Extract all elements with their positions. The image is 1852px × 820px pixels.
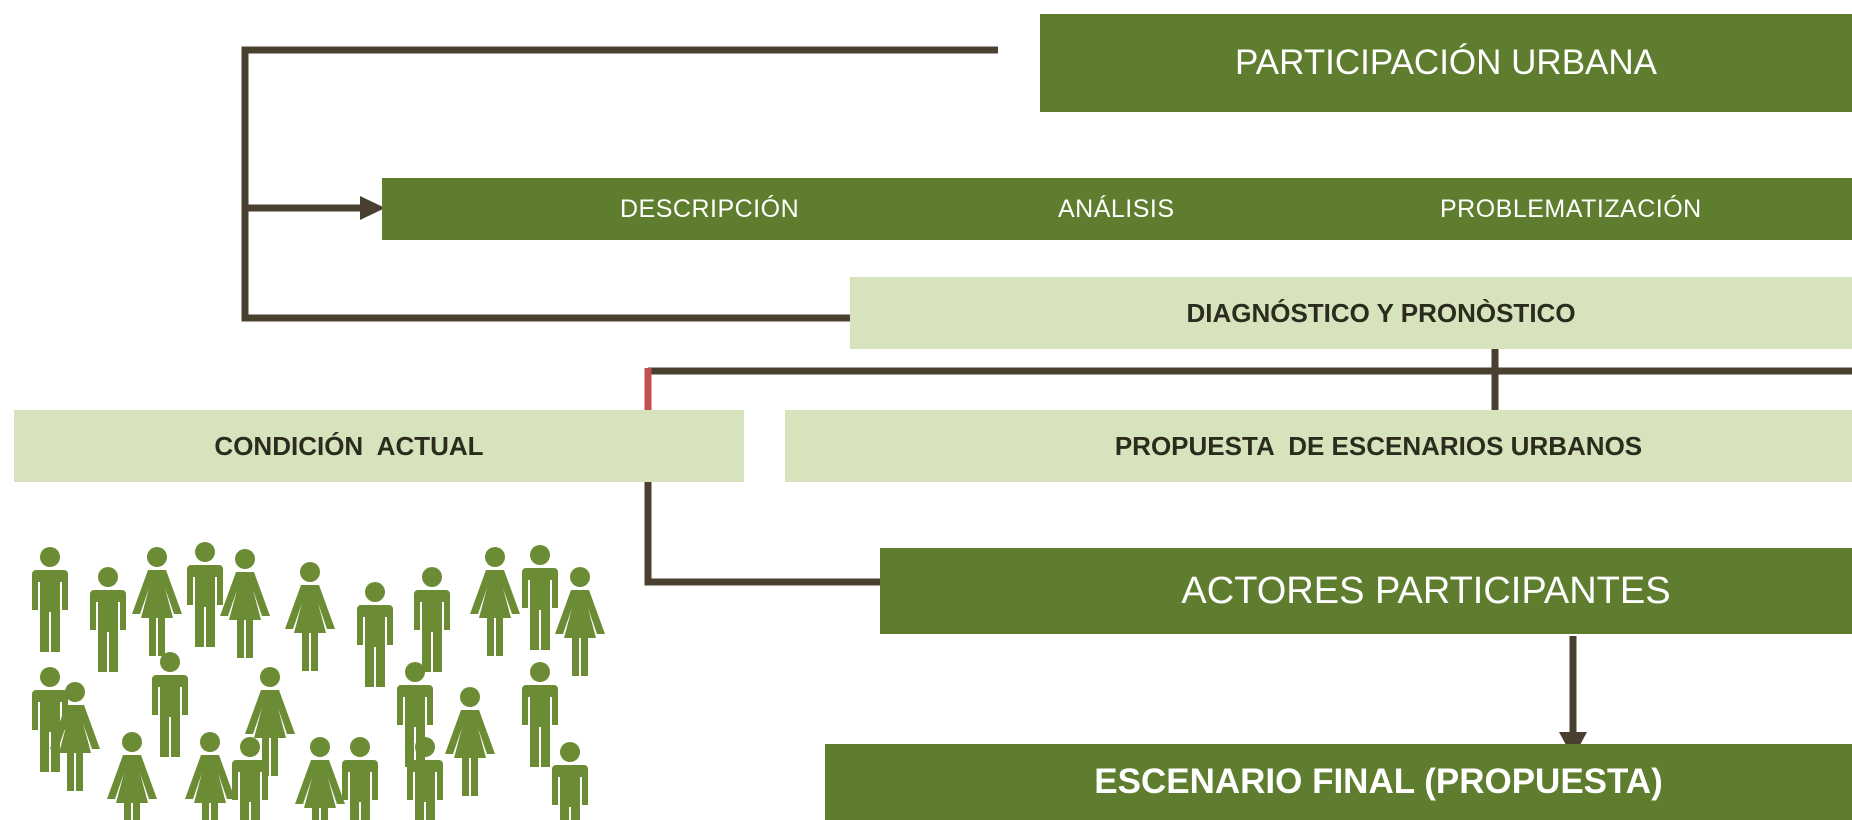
escenario-final-label: ESCENARIO FINAL (PROPUESTA) (1094, 762, 1663, 801)
participacion-urbana-label: PARTICIPACIÓN URBANA (1234, 43, 1658, 82)
condicion-actores-connector (644, 466, 910, 586)
diagnostico-label: DIAGNÓSTICO Y PRONÒSTICO (1186, 297, 1576, 328)
problematizacion-label: PROBLEMATIZACIÓN (1440, 194, 1702, 223)
arrowhead-icon (360, 196, 385, 220)
actores-participantes-box: ACTORES PARTICIPANTES (880, 548, 1852, 634)
analisis-label: ANÁLISIS (1058, 194, 1175, 223)
propuesta-box: PROPUESTA DE ESCENARIOS URBANOS (785, 410, 1852, 482)
descripcion-label: DESCRIPCIÓN (620, 194, 800, 223)
stages-bar (382, 178, 1852, 240)
diagnostico-box: DIAGNÓSTICO Y PRONÒSTICO (850, 277, 1852, 349)
condicion-actual-label: CONDICIÓN ACTUAL (214, 430, 484, 461)
people-crowd-icon (20, 535, 620, 820)
propuesta-label: PROPUESTA DE ESCENARIOS URBANOS (1114, 430, 1643, 461)
escenario-final-box: ESCENARIO FINAL (PROPUESTA) (825, 744, 1852, 820)
condicion-actual-box: CONDICIÓN ACTUAL (14, 410, 744, 482)
bracket-connector (241, 46, 998, 322)
participacion-urbana-box: PARTICIPACIÓN URBANA (1040, 14, 1852, 112)
actores-participantes-label: ACTORES PARTICIPANTES (1181, 569, 1671, 612)
